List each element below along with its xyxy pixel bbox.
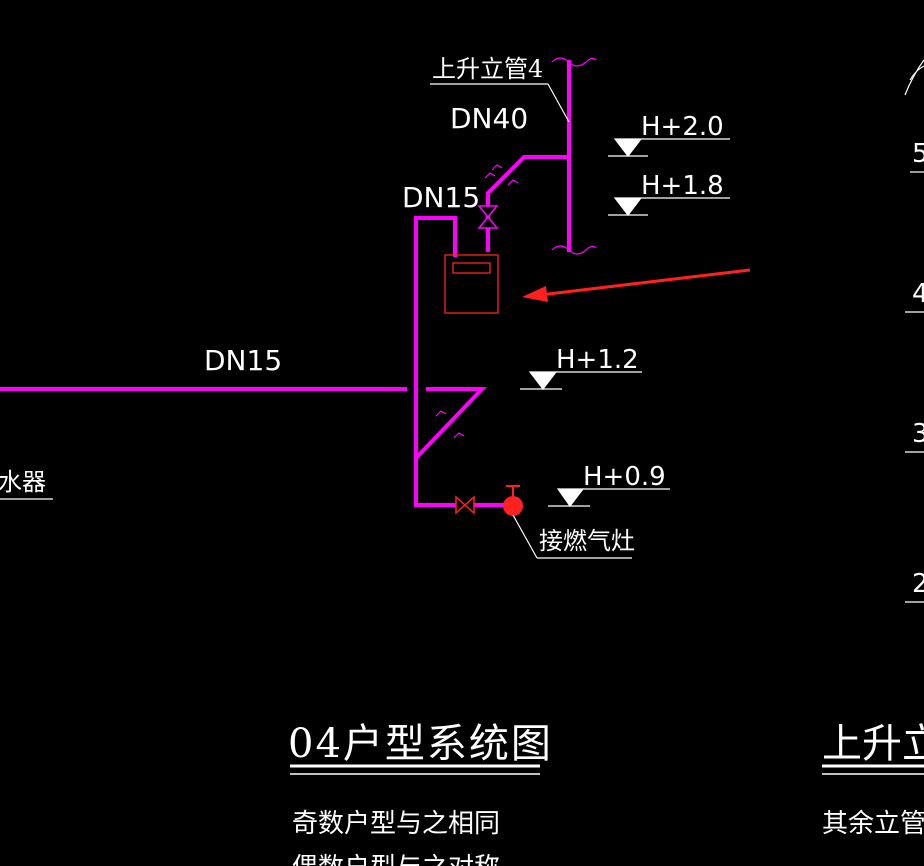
water-heater-label: 水器: [0, 468, 46, 496]
right-edge-digit-3: 3: [912, 419, 924, 449]
branch-size-label: DN15: [402, 181, 480, 214]
elevation-label-2-0: H+2.0: [641, 112, 724, 142]
right-title: 上升立管: [822, 721, 924, 767]
leader-lines: [0, 83, 632, 559]
stove-connection-label: 接燃气灶: [539, 527, 635, 555]
slope-marks: [435, 164, 519, 439]
diagonal-pipe: [413, 387, 487, 461]
right-edge-digit-5: 5: [912, 139, 924, 169]
riser-label: 上升立管4: [432, 55, 543, 83]
elevation-label-1-8: H+1.8: [641, 171, 724, 201]
right-edge-fragment: [904, 59, 924, 603]
note-line-2: 偶数户型与之对称: [292, 853, 500, 866]
annotation-arrow: [522, 268, 751, 302]
riser-size-label: DN40: [450, 102, 528, 135]
riser-break-marks: [551, 57, 597, 255]
right-note: 其余立管与: [822, 809, 924, 839]
main-title: 04户型系统图: [288, 721, 553, 767]
elevation-symbols: [520, 138, 730, 508]
stove-valve: [455, 495, 475, 515]
branch-valve: [477, 205, 499, 229]
gas-pipes: [0, 60, 571, 507]
gas-meter: [444, 254, 499, 314]
stove-connector: [503, 485, 523, 516]
main-size-label: DN15: [204, 344, 282, 377]
elevation-label-1-2: H+1.2: [556, 345, 639, 375]
branch-pipe-dn40: [486, 155, 571, 252]
note-line-1: 奇数户型与之相同: [292, 809, 500, 839]
elevation-label-0-9: H+0.9: [583, 462, 666, 492]
title-underlines: [290, 764, 924, 775]
right-edge-digit-4: 4: [912, 279, 924, 309]
branch-pipe-dn15: [414, 216, 460, 507]
right-edge-digit-2: 2: [912, 569, 924, 599]
